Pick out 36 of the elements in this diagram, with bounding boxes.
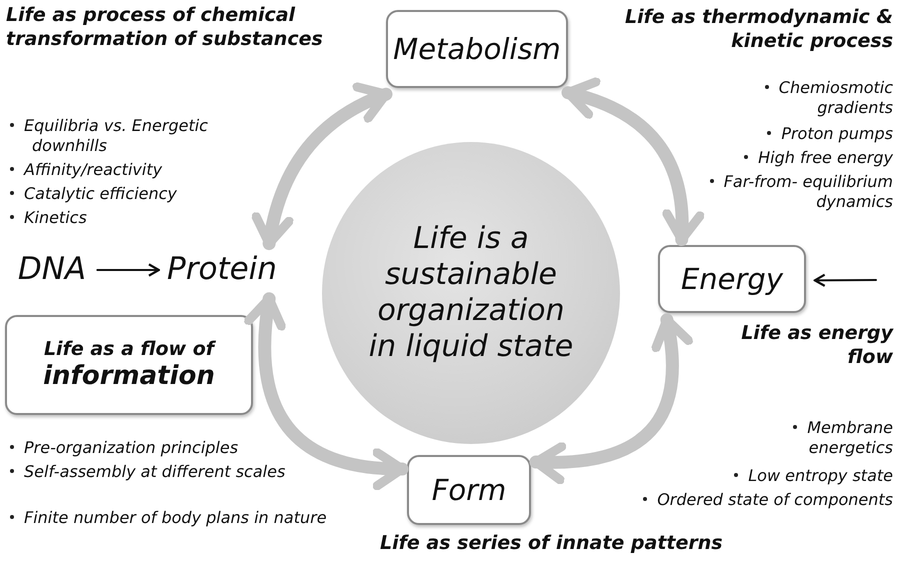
concept-box (5, 315, 253, 415)
bullet-item: Kinetics (10, 208, 292, 228)
concept-box (658, 245, 806, 313)
node-text: Form (432, 472, 506, 508)
arrow (814, 274, 877, 288)
bullet-item: Membrane energetics (740, 418, 893, 458)
bullet-item: Self-assembly at different scales (10, 462, 292, 482)
curved-arrow (252, 84, 392, 250)
bullet-item: Low entropy state (600, 466, 893, 486)
concept-box (386, 10, 568, 88)
bullet-item: Finite number of body plans in nature (10, 508, 352, 528)
bullet-item: High free energy (640, 148, 893, 168)
bullet-item: Pre-organization principles (10, 438, 352, 458)
arrow (96, 263, 160, 277)
node-text: DNA (18, 251, 86, 289)
concept-box (407, 455, 531, 525)
node-text: Protein (167, 251, 277, 289)
bullet-item: Ordered state of components (540, 490, 893, 510)
bullet-item: Chemiosmotic gradients (700, 78, 893, 118)
section-heading: Life as series of innate patterns (380, 532, 723, 556)
node-text: Energy (680, 262, 784, 296)
node-text: Life as a flow of (44, 338, 214, 361)
section-heading: Life as thermodynamic & kinetic process (624, 6, 893, 54)
bullet-item: Affinity/reactivity (10, 160, 292, 180)
node-text: Metabolism (393, 32, 561, 66)
section-heading: Life as process of chemical transformation of substances (6, 4, 324, 52)
curved-arrow (244, 292, 409, 490)
node-text: Life is a sustainable organization in liquid state (368, 221, 574, 365)
curved-arrow (529, 313, 692, 484)
bullet-item: Catalytic efficiency (10, 184, 292, 204)
curved-arrow (562, 78, 704, 246)
bullet-item: Equilibria vs. Energetic downhills (10, 116, 262, 156)
bullet-item: Far-from- equilibrium dynamics (640, 172, 893, 212)
bullet-item: Proton pumps (640, 124, 893, 144)
section-heading: Life as energy flow (740, 322, 893, 370)
node-text: information (43, 360, 215, 392)
